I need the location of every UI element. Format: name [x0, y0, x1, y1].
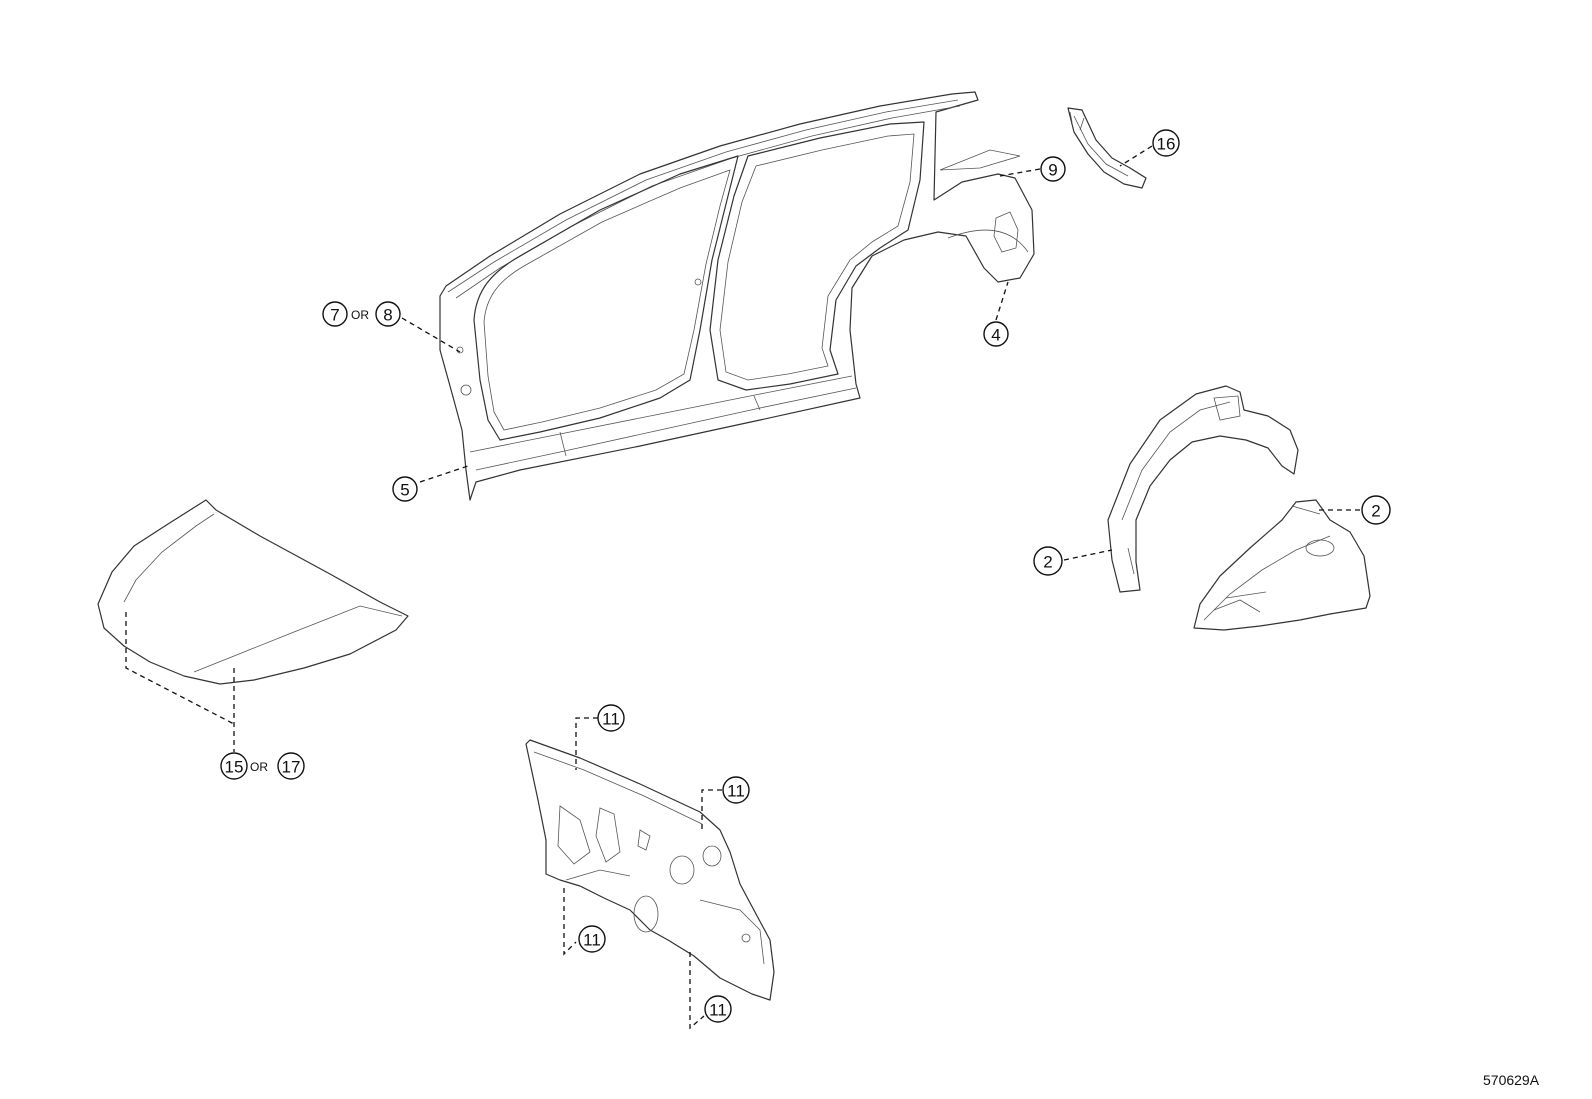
svg-text:11: 11 [727, 782, 745, 801]
reference-code: 570629A [1483, 1072, 1540, 1088]
callout-11-top: 11 [597, 704, 625, 732]
callout-9: 9 [1040, 156, 1066, 182]
svg-text:4: 4 [991, 326, 1000, 345]
rear-wheel-house-outer [1107, 385, 1299, 593]
svg-text:5: 5 [400, 481, 409, 500]
svg-text:2: 2 [1371, 502, 1380, 521]
or-label-7-8: OR [351, 308, 369, 322]
hood-panel [97, 499, 409, 685]
or-label-15-17: OR [250, 760, 268, 774]
svg-text:7: 7 [330, 306, 339, 325]
body-side-outer-panel [439, 91, 1035, 501]
callout-11-left-bottom: 11 [578, 925, 606, 953]
svg-text:2: 2 [1043, 553, 1052, 572]
callout-7: 7 [322, 301, 348, 327]
svg-text:15: 15 [225, 758, 244, 777]
callout-16: 16 [1152, 129, 1180, 157]
rear-wheel-house-inner [1193, 499, 1371, 631]
callout-2-left: 2 [1033, 546, 1063, 576]
svg-text:11: 11 [583, 931, 601, 950]
svg-text:17: 17 [282, 758, 301, 777]
svg-text:11: 11 [709, 1001, 727, 1020]
dash-panel-insulator [525, 739, 775, 1001]
callout-15: 15 [220, 752, 248, 780]
callout-5: 5 [392, 476, 418, 502]
callout-2-right: 2 [1361, 495, 1391, 525]
callout-8: 8 [375, 301, 401, 327]
callout-11-right: 11 [722, 776, 750, 804]
roof-side-bracket [1067, 107, 1147, 189]
callout-11-bottom: 11 [704, 995, 732, 1023]
callout-4: 4 [983, 321, 1009, 347]
svg-text:16: 16 [1157, 135, 1176, 154]
svg-text:9: 9 [1048, 161, 1057, 180]
callout-17: 17 [277, 752, 305, 780]
leader-lines [125, 145, 1360, 1030]
svg-text:8: 8 [383, 306, 392, 325]
svg-text:11: 11 [602, 710, 620, 729]
